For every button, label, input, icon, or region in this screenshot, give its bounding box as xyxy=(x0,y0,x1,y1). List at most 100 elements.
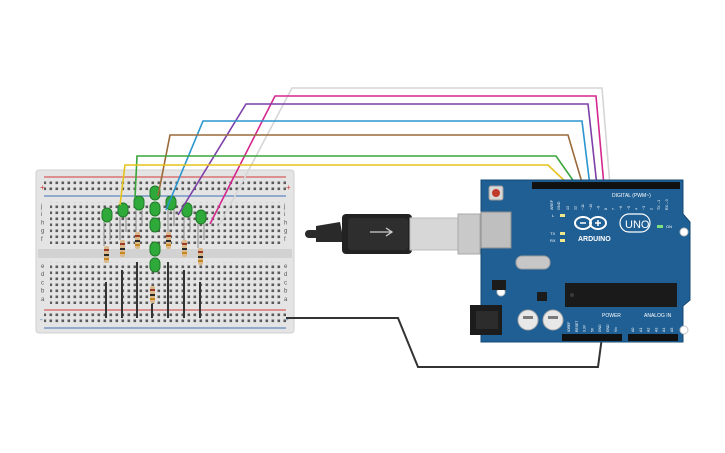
reset-button-cap[interactable] xyxy=(492,189,500,197)
analog-pin-label: A1 xyxy=(639,328,643,332)
resistor xyxy=(182,240,187,257)
row-letter: c xyxy=(41,280,44,286)
row-letter: f xyxy=(284,237,286,243)
led xyxy=(181,202,193,240)
crystal-oscillator xyxy=(515,255,551,270)
wire-yellow xyxy=(119,164,571,206)
bottom-terminal-holes xyxy=(50,262,282,304)
digital-pin-label: TX→1 xyxy=(657,200,661,210)
row-letter: c xyxy=(284,280,287,286)
resistor xyxy=(104,246,109,263)
mounting-hole xyxy=(679,325,689,335)
row-letter: a xyxy=(41,297,45,303)
mounting-hole xyxy=(679,227,689,237)
digital-pin-label: RX←0 xyxy=(665,199,669,210)
small-ic xyxy=(537,292,547,301)
digital-pin-label: 4 xyxy=(634,208,638,210)
microcontroller xyxy=(565,283,677,307)
bottom-power-rail-holes xyxy=(44,312,286,325)
capacitor xyxy=(542,309,564,331)
on-label: ON xyxy=(666,224,672,229)
signal-wires xyxy=(119,87,611,368)
row-letter: d xyxy=(284,272,287,278)
arduino-brand: ARDUINO xyxy=(578,236,611,243)
led xyxy=(149,257,161,273)
digital-pin-label: ~3 xyxy=(642,206,646,210)
voltage-regulator xyxy=(492,280,506,290)
l-label: L xyxy=(552,213,555,218)
top-power-rail-holes xyxy=(44,180,286,193)
row-letter: i xyxy=(41,212,42,218)
usb-b-jack xyxy=(480,211,512,249)
aref-label: AREF xyxy=(550,199,554,210)
power-header xyxy=(562,334,622,341)
arduino-logo xyxy=(574,216,607,230)
led xyxy=(149,185,161,201)
on-led xyxy=(657,225,663,228)
wire-green xyxy=(134,155,578,199)
wire-ground-black xyxy=(286,317,603,368)
l-led xyxy=(560,214,565,217)
tx-label: TX xyxy=(550,231,555,236)
power-pin-label: RESET xyxy=(575,321,579,332)
bottom-rail-minus-label: - xyxy=(40,315,43,324)
analog-label: ANALOG IN xyxy=(644,313,672,319)
digital-pin-label: 13 xyxy=(566,206,570,210)
power-label: POWER xyxy=(602,313,621,319)
led xyxy=(149,241,161,257)
resistor xyxy=(150,286,155,303)
usb-cable xyxy=(305,213,481,255)
analog-pin-label: A5 xyxy=(670,328,674,332)
led xyxy=(117,202,129,240)
digital-pin-label: ~10 xyxy=(589,204,593,210)
resistors xyxy=(104,232,203,303)
resistor xyxy=(120,240,125,257)
arduino-board: ARDUINO UNO DIGITAL (PWM~) L TX RX ON xyxy=(470,179,691,343)
gnd-label: GND xyxy=(557,201,561,210)
rx-led xyxy=(560,239,565,242)
row-letter: b xyxy=(41,289,45,295)
analog-header xyxy=(628,334,678,341)
top-rail-plus-label: + xyxy=(40,183,45,192)
row-letter: e xyxy=(41,264,45,270)
tx-led xyxy=(560,232,565,235)
row-letter: e xyxy=(284,264,288,270)
wire-white xyxy=(217,87,611,229)
led xyxy=(149,201,161,217)
row-letter: j xyxy=(40,204,42,210)
digital-label: DIGITAL (PWM~) xyxy=(612,193,651,199)
digital-pin-label: ~11 xyxy=(581,204,585,210)
analog-pin-label: A0 xyxy=(631,328,635,332)
row-letter: f xyxy=(41,237,43,243)
row-letter: h xyxy=(284,220,287,226)
led xyxy=(195,209,207,248)
power-pin-label: Vin xyxy=(614,327,618,332)
row-letter: b xyxy=(284,289,288,295)
analog-pin-label: A4 xyxy=(662,328,666,332)
power-pin-label: GND xyxy=(606,324,610,332)
digital-pin-label: 2 xyxy=(650,208,654,210)
led xyxy=(149,217,161,233)
row-letter: d xyxy=(41,272,44,278)
ground-jumpers xyxy=(105,262,201,318)
analog-pin-label: A3 xyxy=(654,328,658,332)
digital-header xyxy=(532,182,680,189)
power-pin-label: 5V xyxy=(590,327,594,332)
digital-pin-label: ~9 xyxy=(596,206,600,210)
usb-symbol-icon xyxy=(370,227,394,237)
resistor xyxy=(166,232,171,249)
power-pin-label: GND xyxy=(598,324,602,332)
resistor xyxy=(198,248,203,265)
digital-pin-label: ~5 xyxy=(627,206,631,210)
bottom-rail-minus-label-right: - xyxy=(286,315,289,324)
center-channel xyxy=(38,249,292,258)
resistor xyxy=(135,232,140,249)
power-pin-label: IOREF xyxy=(567,322,571,332)
wire-pink xyxy=(209,95,605,225)
